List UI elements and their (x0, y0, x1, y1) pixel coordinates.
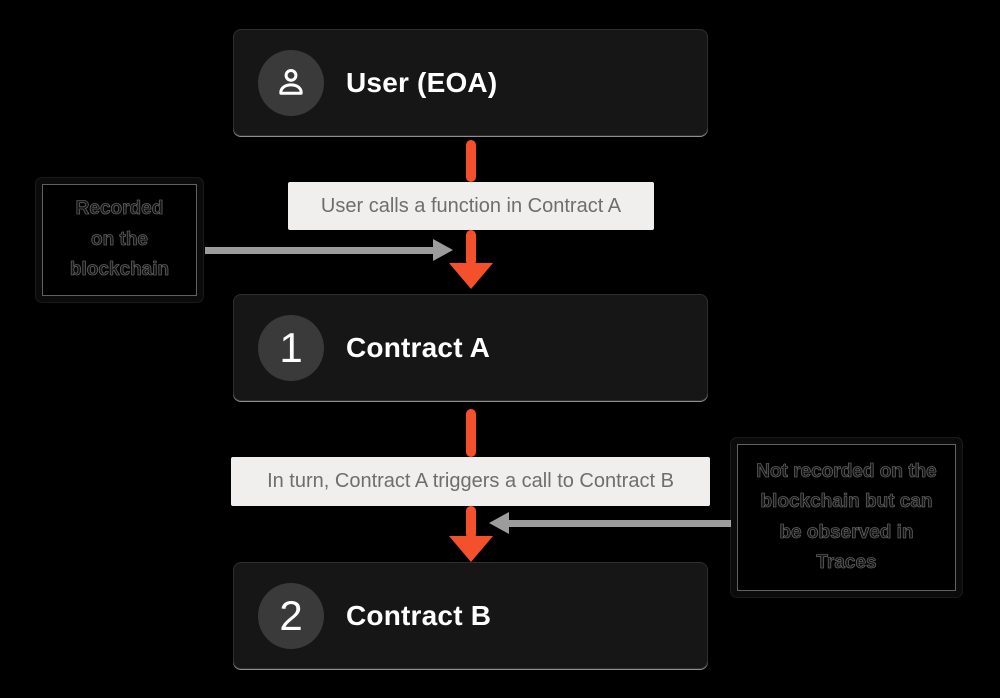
node-contract-a: 1 Contract A (233, 294, 708, 401)
gray-arrow-left-shaft (205, 247, 435, 254)
annotation-recorded-on-blockchain: Recorded on the blockchain (36, 178, 203, 302)
orange-arrow-2-segment-bottom (466, 506, 476, 539)
step-1-badge: 1 (258, 315, 324, 381)
orange-arrow-down-icon (449, 536, 493, 562)
orange-arrow-1-segment-bottom (466, 230, 476, 266)
annotation-not-recorded-traces: Not recorded on the blockchain but can b… (731, 438, 962, 597)
orange-arrow-1-segment-top (466, 140, 476, 182)
edge-label-2-text: In turn, Contract A triggers a call to C… (267, 470, 674, 492)
node-contract-a-title: Contract A (346, 331, 491, 363)
annotation-left-text: Recorded on the blockchain (69, 198, 170, 281)
edge-label-contract-a-triggers: In turn, Contract A triggers a call to C… (231, 457, 710, 506)
person-icon (279, 68, 303, 95)
node-contract-b-title: Contract B (346, 599, 492, 631)
orange-arrow-2-segment-top (466, 409, 476, 457)
orange-arrow-down-icon (449, 263, 493, 289)
node-user-title: User (EOA) (346, 66, 498, 98)
gray-arrow-left-icon (489, 512, 509, 534)
gray-arrow-right-icon (433, 239, 453, 261)
user-avatar (258, 50, 324, 116)
gray-arrow-right-shaft (509, 520, 735, 527)
node-contract-b: 2 Contract B (233, 562, 708, 669)
edge-label-user-calls: User calls a function in Contract A (288, 182, 654, 230)
edge-label-1-text: User calls a function in Contract A (320, 194, 622, 217)
step-2-badge: 2 (258, 583, 324, 649)
annotation-right-text: Not recorded on the blockchain but can b… (756, 460, 937, 573)
node-user-eoa: User (EOA) (233, 29, 708, 136)
